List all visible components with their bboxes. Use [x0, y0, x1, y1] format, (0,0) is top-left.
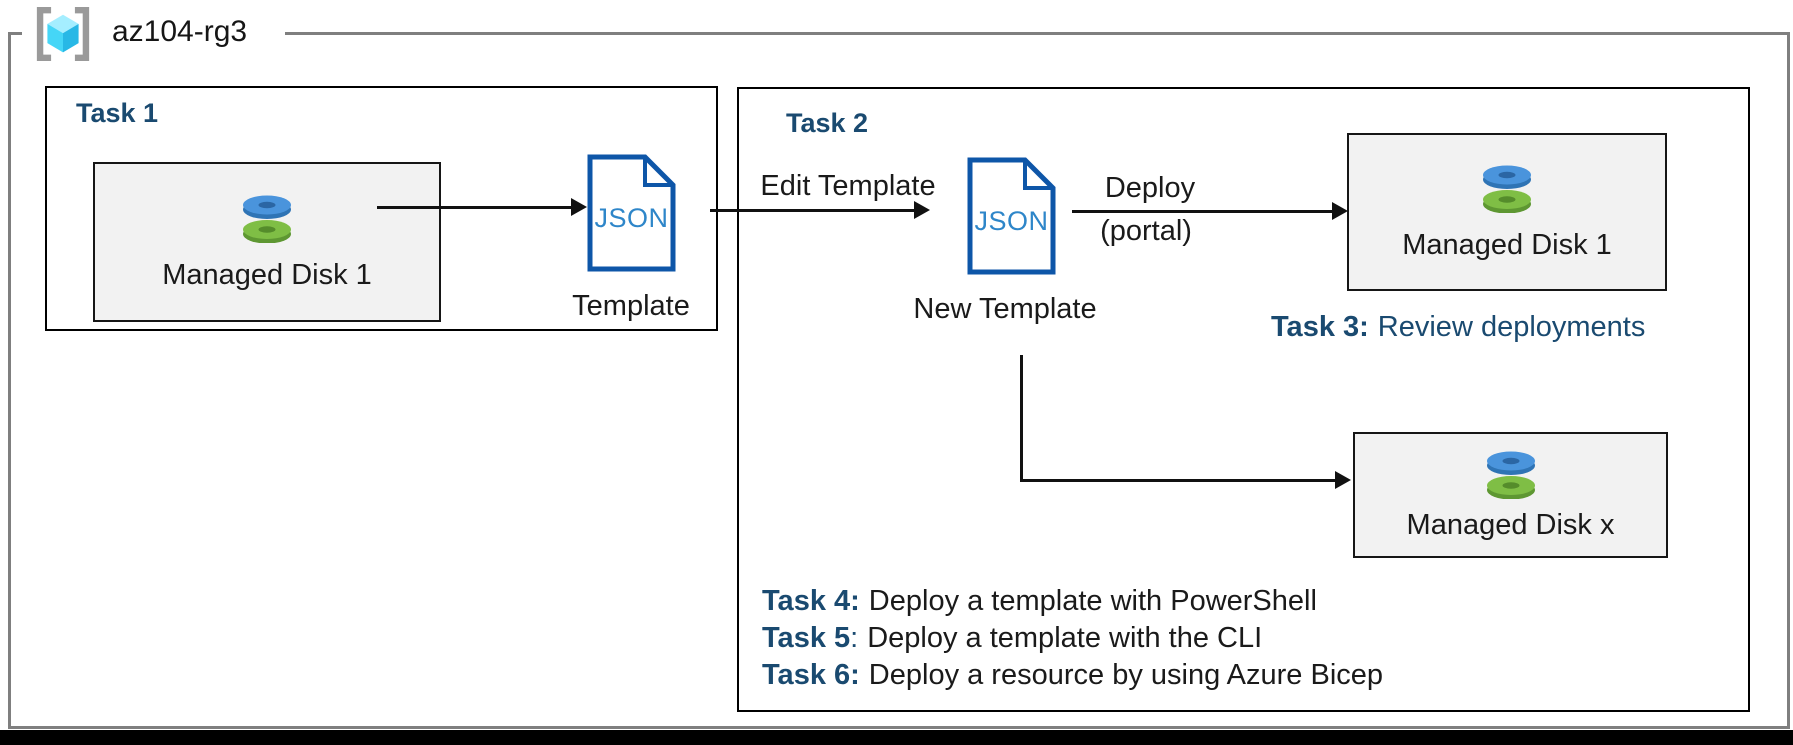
task3-prefix: Task 3:: [1271, 311, 1369, 343]
task4-prefix: Task 4:: [762, 585, 860, 617]
task6-text: Deploy a resource by using Azure Bicep: [868, 659, 1384, 691]
frame-label-gap: [22, 29, 285, 39]
managed-disk-x-label: Managed Disk x: [1406, 508, 1615, 541]
task3-annotation: Task 3:Review deployments: [1271, 311, 1645, 344]
elbow-connector-head: [1335, 471, 1351, 489]
task-footer-notes: Task 4:Deploy a template with PowerShell…: [762, 583, 1383, 694]
arrow-edit-template-line: [710, 209, 915, 212]
elbow-connector-horizontal: [1020, 479, 1336, 482]
json-file-text: JSON: [594, 203, 669, 233]
task2-title: Task 2: [786, 108, 869, 138]
resource-group-name: az104-rg3: [112, 15, 248, 48]
elbow-connector-vertical: [1020, 355, 1023, 481]
template-caption: Template: [572, 290, 690, 322]
task1-title: Task 1: [76, 98, 159, 128]
json-new-template-icon: JSON: [966, 156, 1057, 276]
json-file-text: JSON: [974, 206, 1049, 236]
managed-disk-1-deployed-label: Managed Disk 1: [1402, 228, 1612, 261]
task5-annotation: Task 5:Deploy a template with the CLI: [762, 620, 1383, 657]
managed-disk-1-label: Managed Disk 1: [162, 258, 372, 291]
task5-text: Deploy a template with the CLI: [867, 622, 1263, 654]
task6-prefix: Task 6:: [762, 659, 860, 691]
task6-annotation: Task 6:Deploy a resource by using Azure …: [762, 657, 1383, 694]
managed-disk-x-box: Managed Disk x: [1353, 432, 1668, 558]
task3-text: Review deployments: [1377, 311, 1646, 343]
new-template-caption: New Template: [913, 293, 1097, 325]
resource-group-icon: [36, 6, 90, 62]
managed-disk-icon: [241, 193, 293, 243]
task5-colon: :: [850, 622, 859, 654]
task4-text: Deploy a template with PowerShell: [868, 585, 1317, 617]
managed-disk-1-box: Managed Disk 1: [93, 162, 441, 322]
deploy-label: Deploy: [1104, 172, 1196, 204]
deploy-portal-sublabel: (portal): [1100, 215, 1192, 247]
resource-group-frame: [8, 32, 1790, 729]
managed-disk-1-deployed-box: Managed Disk 1: [1347, 133, 1667, 291]
bottom-black-bar: [0, 730, 1793, 745]
arrow-deploy-line: [1072, 210, 1333, 213]
task4-annotation: Task 4:Deploy a template with PowerShell: [762, 583, 1383, 620]
arrow-edit-template-head: [914, 201, 930, 219]
edit-template-label: Edit Template: [760, 170, 936, 202]
arrow-disk-to-template-head: [571, 198, 587, 216]
task5-prefix: Task 5: [762, 622, 851, 654]
json-template-icon: JSON: [586, 153, 677, 273]
arrow-deploy-head: [1332, 202, 1348, 220]
managed-disk-icon: [1485, 449, 1537, 499]
managed-disk-icon: [1481, 163, 1533, 213]
arrow-disk-to-template-line: [377, 206, 574, 209]
